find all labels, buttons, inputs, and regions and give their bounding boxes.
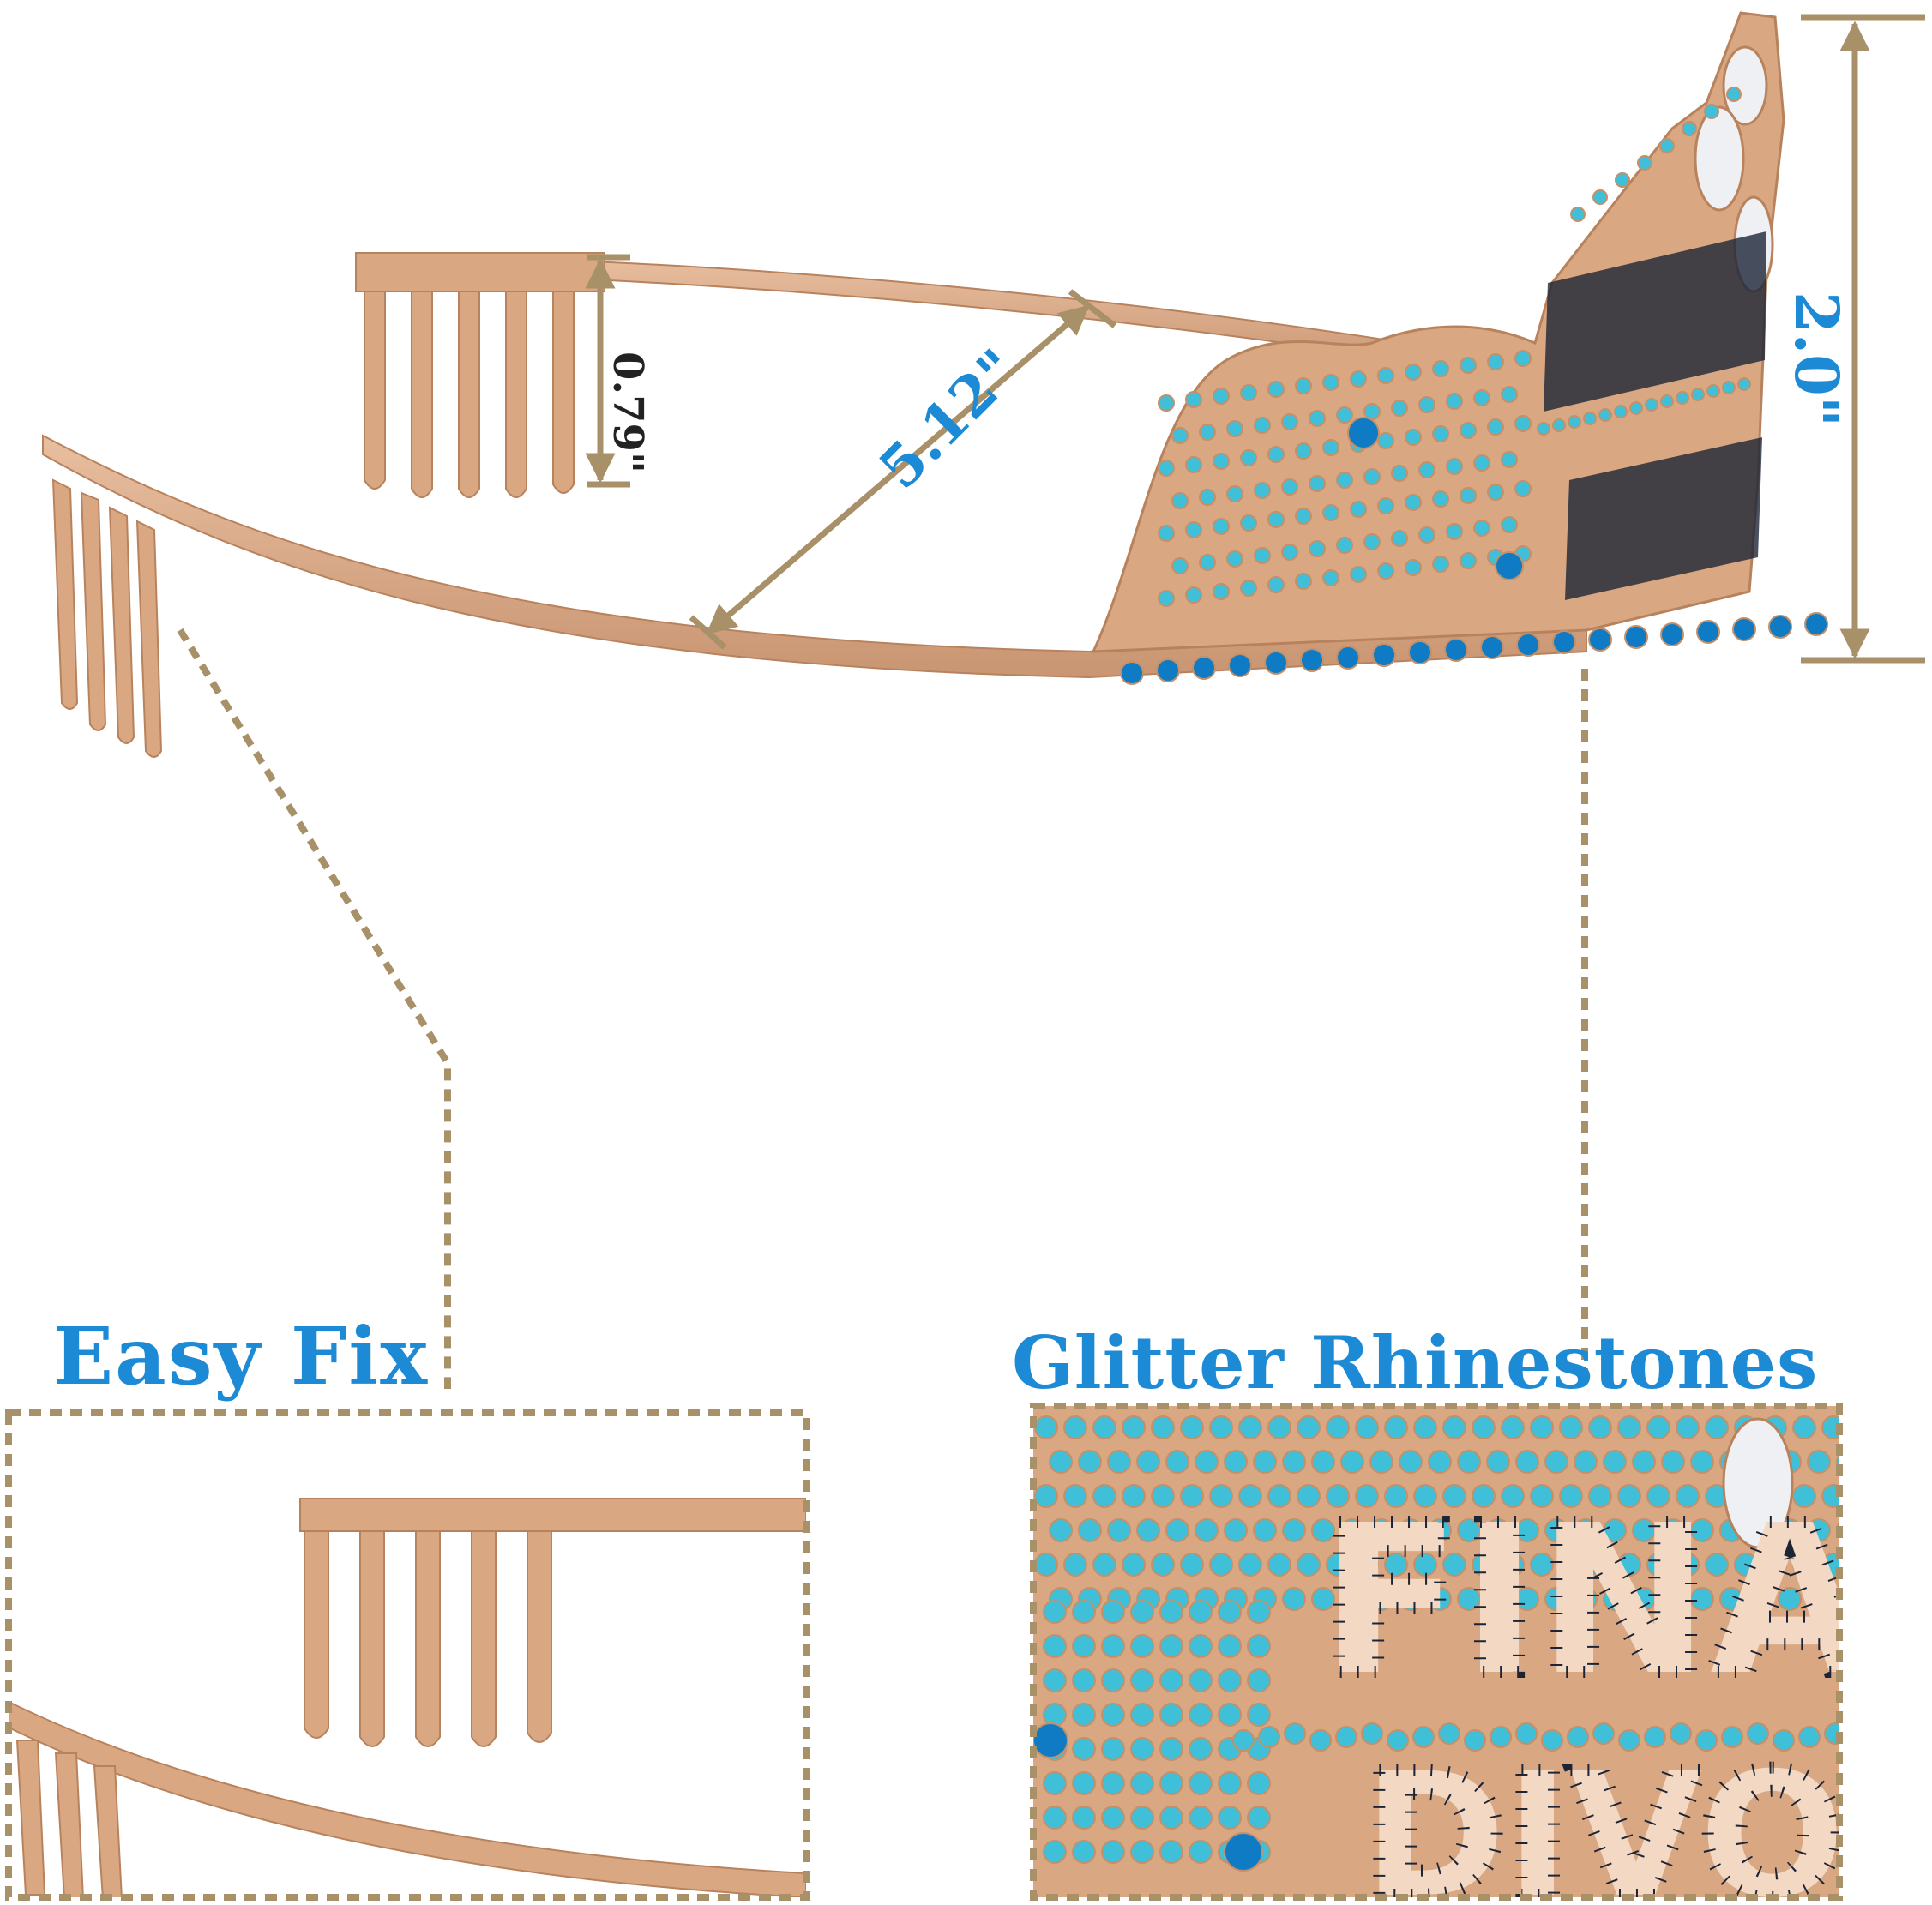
front-comb (51, 478, 163, 758)
dimension-arrows (585, 14, 1925, 664)
tiara-height-dimension: 2.0" (1781, 291, 1852, 428)
zoom-text-divorce: DIVOR (1363, 1736, 1932, 1902)
glitter-zoom: FINA DIVOR (1030, 1403, 1932, 1902)
back-comb (355, 252, 605, 498)
easy-fix-label: Easy Fix (53, 1310, 430, 1403)
easy-fix-zoom (5, 1409, 810, 1901)
leader-lines (177, 628, 1588, 1389)
crown (1091, 11, 1828, 685)
comb-height-dimension: 0.79" (604, 352, 652, 473)
zoom-text-final: FINA (1321, 1481, 1869, 1721)
glitter-rhinestones-label: Glitter Rhinestones (1012, 1320, 1819, 1405)
